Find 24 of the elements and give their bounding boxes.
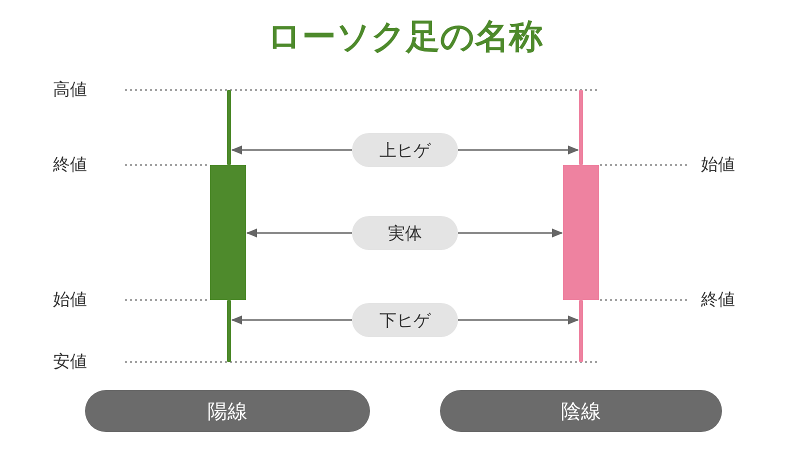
- price-label: 終値: [52, 154, 88, 176]
- wick-bar: [227, 90, 231, 165]
- title: ローソク足の名称: [266, 16, 544, 59]
- candle-body: [210, 165, 246, 300]
- part-name-label: 実体: [352, 216, 458, 250]
- price-label: 高値: [52, 79, 88, 101]
- leader-arrow: [246, 228, 352, 238]
- price-label: 終値: [700, 289, 736, 311]
- price-label: 安値: [52, 351, 88, 373]
- leader-arrow: [230, 316, 352, 324]
- price-label: 始値: [52, 289, 88, 311]
- candle-type-label: 陰線: [440, 390, 722, 432]
- wick-bar: [579, 300, 583, 362]
- candle-body: [563, 165, 599, 300]
- leader-arrow: [458, 316, 580, 324]
- wick-bar: [227, 300, 231, 362]
- part-name-label: 下ヒゲ: [352, 303, 458, 337]
- leader-arrow: [458, 228, 564, 238]
- wick-bar: [579, 90, 583, 165]
- leader-arrow: [458, 146, 580, 154]
- leader-arrow: [230, 146, 352, 154]
- part-name-label: 上ヒゲ: [352, 133, 458, 167]
- candle-type-label: 陽線: [85, 390, 370, 432]
- price-label: 始値: [700, 154, 736, 176]
